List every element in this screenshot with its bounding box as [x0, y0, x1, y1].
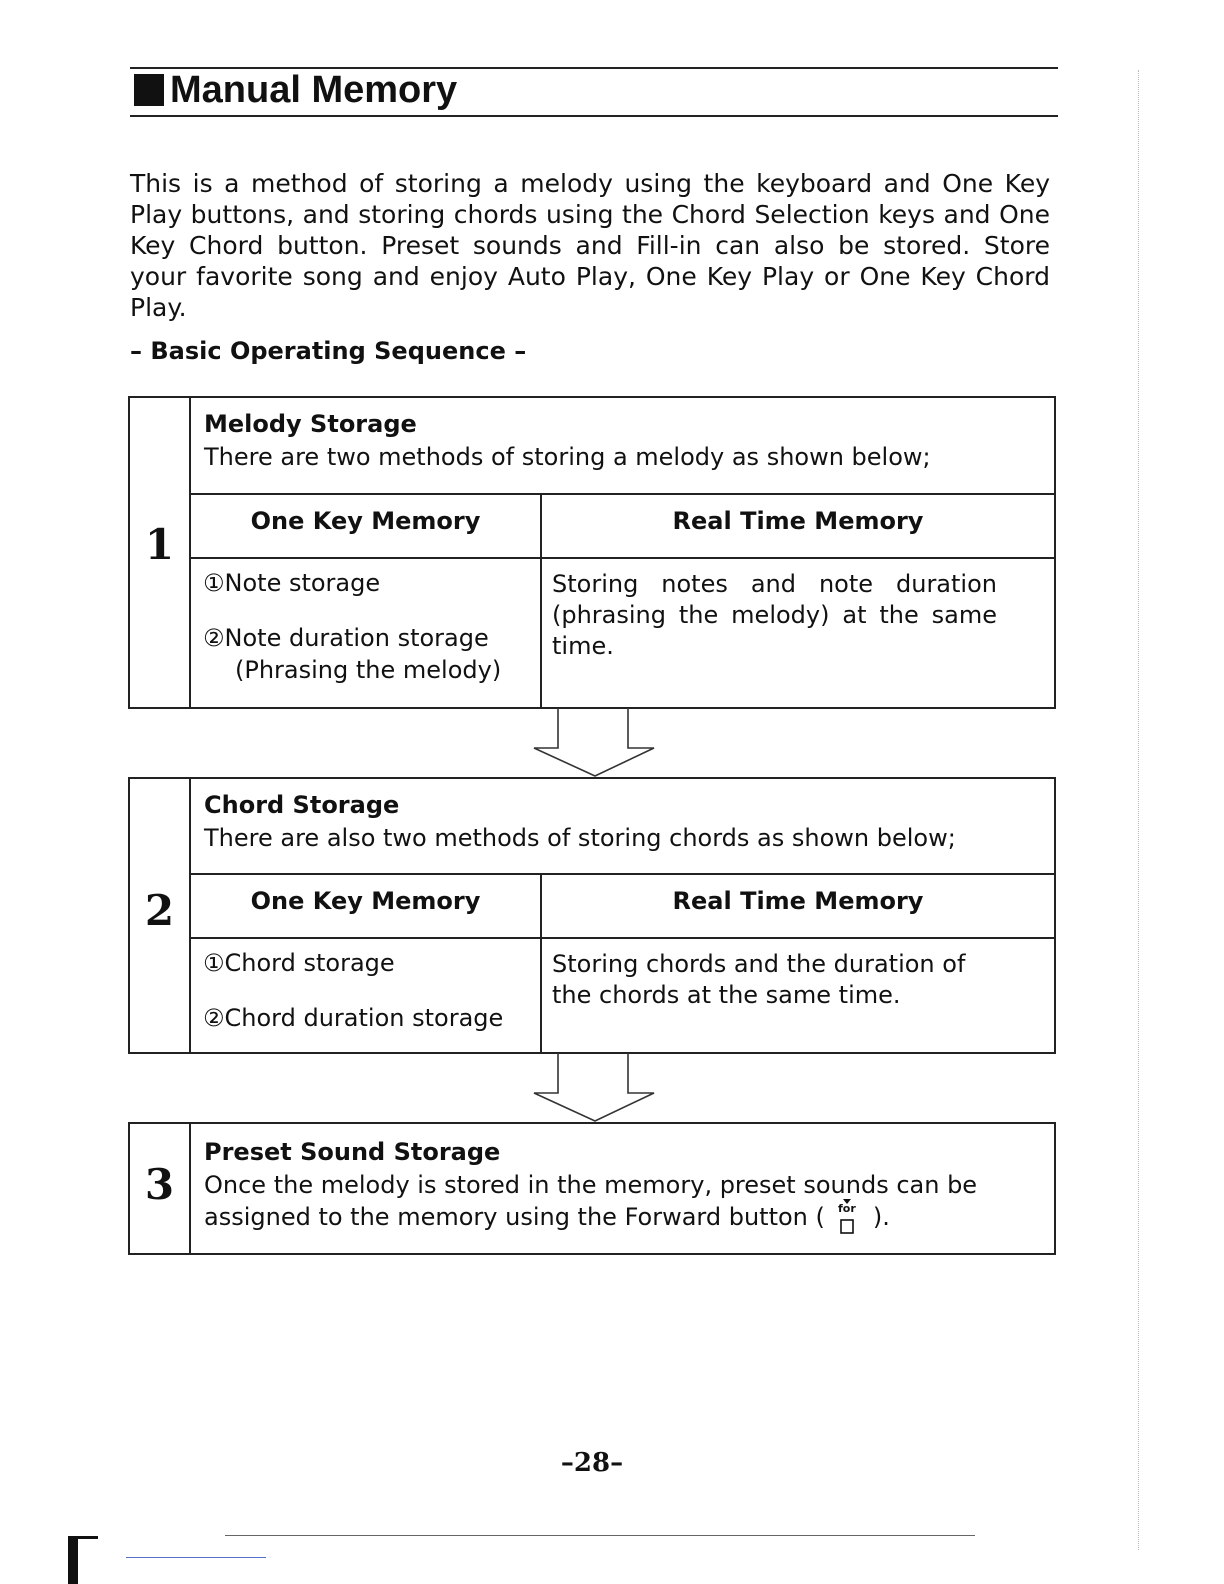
step-1-description: There are two methods of storing a melod… — [204, 443, 931, 471]
step-1-header-one-key: One Key Memory — [250, 507, 481, 535]
step-1-number-cell: 1 — [130, 398, 191, 707]
step-3-description-end: ). — [872, 1203, 890, 1231]
step-2-header-rule — [191, 937, 1054, 939]
step-2-item-1: ①Chord storage — [203, 949, 395, 977]
step-1-real-time-text: Storing notes and note duration (phrasin… — [552, 570, 997, 660]
page-title: Manual Memory — [134, 66, 457, 114]
step-2-description: There are also two methods of storing ch… — [204, 824, 956, 852]
step-3-body: Preset Sound Storage Once the melody is … — [191, 1124, 1054, 1253]
step-2-body: Chord Storage There are also two methods… — [191, 779, 1054, 1054]
step-1-title: Melody Storage — [204, 410, 417, 438]
down-arrow-icon — [533, 1053, 655, 1122]
step-2-number: 2 — [144, 886, 175, 935]
step-1-box: 1 Melody Storage There are two methods o… — [128, 396, 1056, 709]
intro-paragraph: This is a method of storing a melody usi… — [130, 169, 1050, 322]
title-rule-bottom — [130, 115, 1058, 117]
step-3-description-line-2: assigned to the memory using the Forward… — [204, 1199, 890, 1234]
footer-rule — [225, 1535, 975, 1536]
step-2-number-cell: 2 — [130, 779, 191, 1052]
step-1-item-2: ②Note duration storage — [203, 624, 489, 652]
step-1-header-real-time: Real Time Memory — [672, 507, 924, 535]
step-2-table: One Key Memory Real Time Memory ①Chord s… — [191, 873, 1054, 1054]
step-2-table-divider — [540, 875, 542, 1054]
step-3-number-cell: 3 — [130, 1124, 191, 1253]
forward-button-icon: for — [825, 1197, 869, 1234]
step-2-header-real-time: Real Time Memory — [672, 887, 924, 915]
footer-blue-line — [126, 1557, 266, 1558]
step-2-real-time-text: Storing chords and the duration of the c… — [552, 950, 966, 1009]
step-3-box: 3 Preset Sound Storage Once the melody i… — [128, 1122, 1056, 1255]
corner-mark-top — [68, 1536, 98, 1539]
black-square-icon — [134, 74, 164, 106]
step-1-table-divider — [540, 495, 542, 709]
title-rule-top — [130, 67, 1058, 69]
step-3-number: 3 — [144, 1160, 175, 1209]
sequence-heading: – Basic Operating Sequence – — [130, 337, 527, 365]
step-3-description-text: assigned to the memory using the Forward… — [204, 1203, 825, 1231]
step-1-body: Melody Storage There are two methods of … — [191, 398, 1054, 709]
step-2-box: 2 Chord Storage There are also two metho… — [128, 777, 1056, 1054]
corner-mark — [68, 1536, 78, 1584]
step-2-title: Chord Storage — [204, 791, 400, 819]
down-arrow-icon — [533, 708, 655, 777]
step-2-item-2: ②Chord duration storage — [203, 1004, 504, 1032]
step-3-description-line-1: Once the melody is stored in the memory,… — [204, 1171, 978, 1199]
page-number: –28– — [560, 1448, 624, 1478]
step-1-item-2-note: (Phrasing the melody) — [235, 656, 502, 684]
scan-edge-marks — [1138, 70, 1141, 1550]
step-3-title: Preset Sound Storage — [204, 1138, 501, 1166]
page-title-text: Manual Memory — [170, 68, 458, 111]
step-1-number: 1 — [144, 520, 175, 569]
step-1-header-rule — [191, 557, 1054, 559]
step-2-header-one-key: One Key Memory — [250, 887, 481, 915]
step-1-table: One Key Memory Real Time Memory ①Note st… — [191, 493, 1054, 709]
forward-button-label: for — [837, 1202, 856, 1215]
step-1-item-1: ①Note storage — [203, 569, 381, 597]
